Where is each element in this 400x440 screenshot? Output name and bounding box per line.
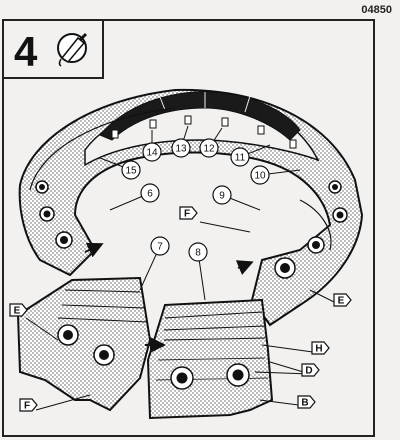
letter-label-text: F xyxy=(184,209,190,220)
callout-13: 13 xyxy=(171,125,191,158)
callout-number: 12 xyxy=(203,144,215,155)
letter-label-text: D xyxy=(305,366,312,377)
letter-label-b: B xyxy=(259,395,316,409)
letter-label-text: B xyxy=(301,398,308,409)
ring-assembly xyxy=(18,88,364,327)
letter-label-text: E xyxy=(338,296,345,307)
letter-label-e: E xyxy=(309,289,352,307)
callout-10: 10 xyxy=(250,165,301,185)
callout-number: 14 xyxy=(146,148,158,159)
callout-15: 15 xyxy=(99,157,141,180)
letter-label-text: F xyxy=(24,401,30,412)
callout-8: 8 xyxy=(188,242,208,301)
callout-number: 8 xyxy=(195,248,201,259)
segment-center xyxy=(146,298,274,420)
callout-number: 11 xyxy=(235,153,246,164)
callout-9: 9 xyxy=(212,185,261,211)
letter-label-e: E xyxy=(9,303,59,341)
document-code: 04850 xyxy=(361,4,392,16)
letter-label-d: D xyxy=(254,361,320,377)
step-header: 4 xyxy=(2,19,104,79)
callout-7: 7 xyxy=(139,236,170,291)
callout-number: 13 xyxy=(175,144,187,155)
letter-label-f: F xyxy=(19,394,91,412)
callout-14: 14 xyxy=(142,130,162,162)
callout-number: 6 xyxy=(147,189,153,200)
letter-label-h: H xyxy=(261,341,330,355)
callout-number: 9 xyxy=(219,191,225,202)
callout-11: 11 xyxy=(230,144,271,167)
glue-tube-icon xyxy=(57,32,88,67)
letter-label-text: H xyxy=(315,344,322,355)
callout-6: 6 xyxy=(109,183,160,211)
step-number: 4 xyxy=(14,28,38,75)
callout-group: 6 7 8 9 10 11 12 13 14 15 xyxy=(99,125,301,301)
letter-label-f: F xyxy=(179,206,251,233)
callout-number: 15 xyxy=(125,166,137,177)
segment-left xyxy=(16,276,152,412)
letter-label-text: E xyxy=(14,306,21,317)
callout-number: 10 xyxy=(254,171,266,182)
callout-12: 12 xyxy=(199,127,223,158)
letter-label-group: F E E F HD B xyxy=(9,206,352,412)
callout-number: 7 xyxy=(157,242,163,253)
